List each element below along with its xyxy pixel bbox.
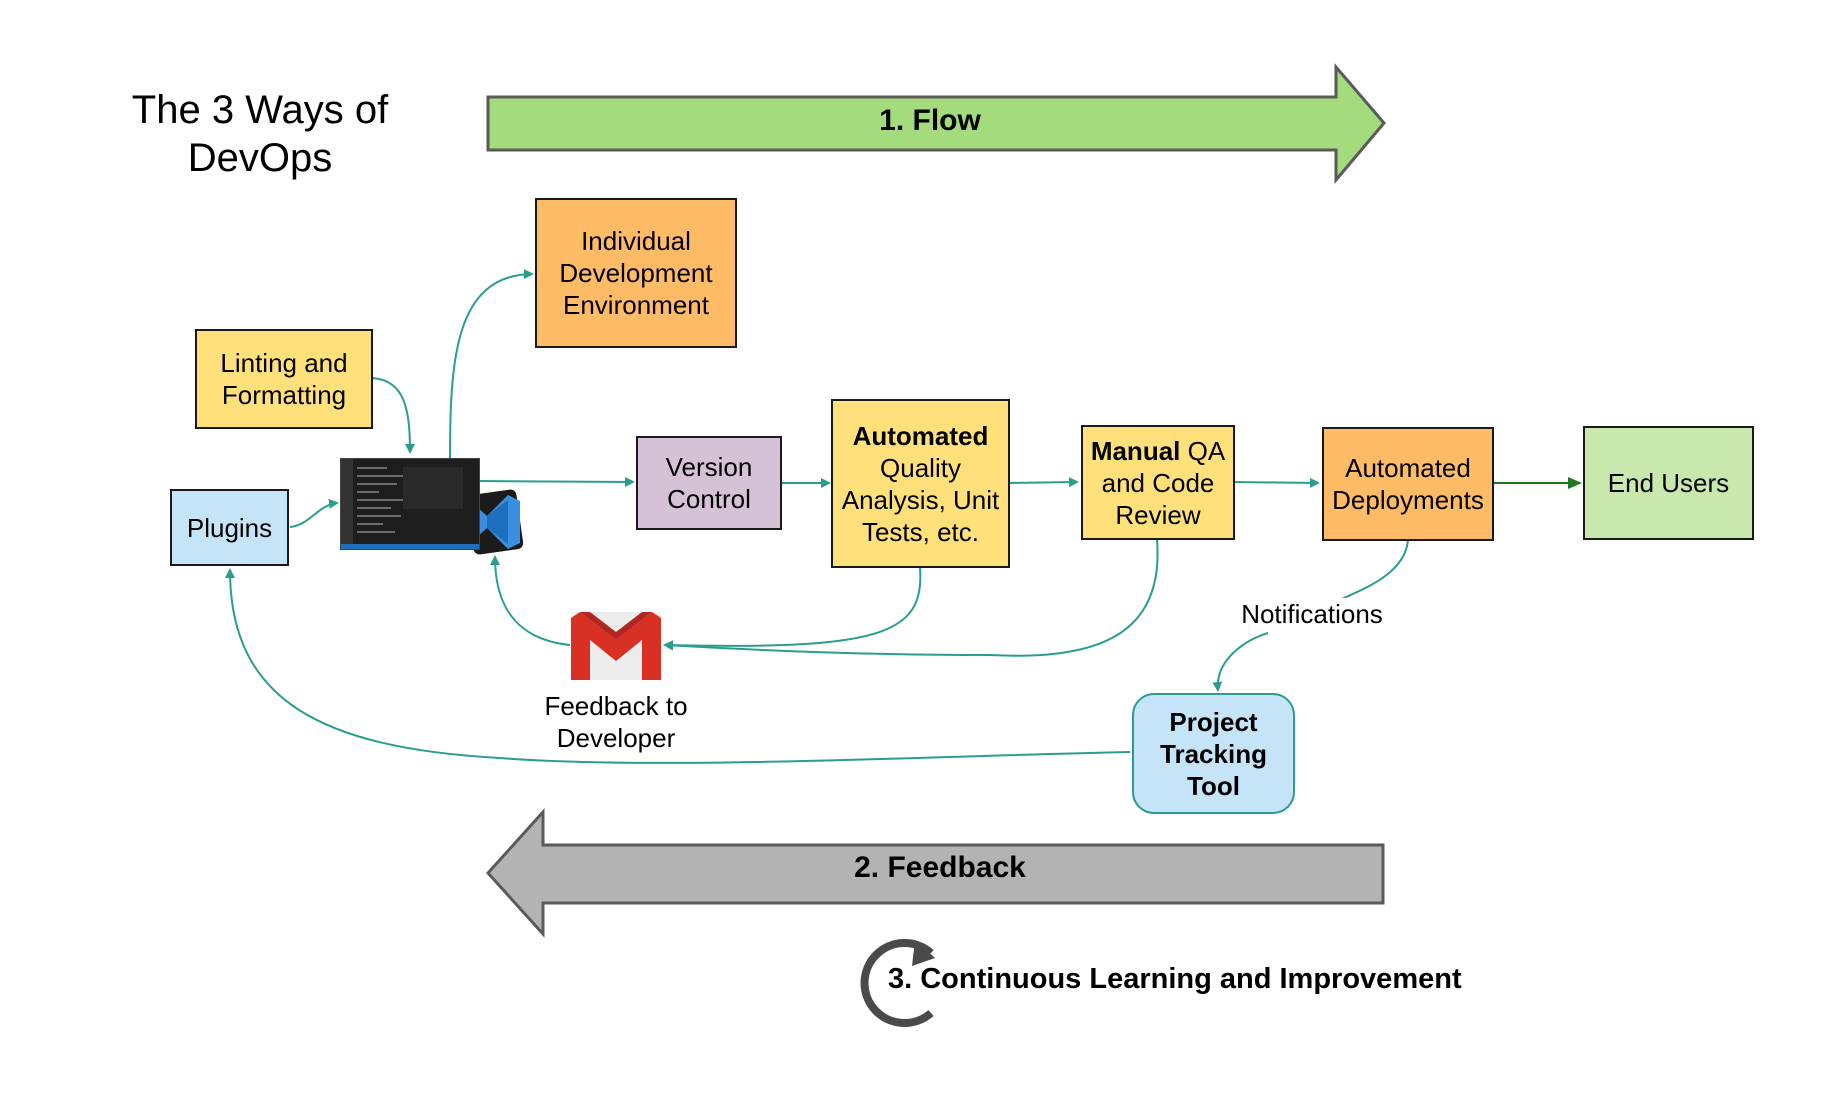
- connector-automated-qa-to-mail: [663, 567, 922, 651]
- feedback-arrow: [485, 808, 1385, 938]
- flow-label: 1. Flow: [879, 104, 981, 137]
- connector-manual-qa-to-deployments: [1232, 477, 1320, 488]
- circular-arrow-icon: [860, 939, 935, 1027]
- connector-deployments-notifications: [1339, 539, 1409, 601]
- diagram-title: The 3 Ways of DevOps: [131, 88, 389, 180]
- plugins-box: Plugins: [170, 489, 289, 566]
- connector-mail-to-editor: [490, 555, 571, 646]
- feedback-label: 2. Feedback: [854, 851, 1026, 884]
- version-control-box: Version Control: [636, 436, 782, 530]
- connector-manual-qa-to-mail: [663, 539, 1159, 657]
- gmail-icon: [571, 612, 661, 680]
- connector-tracking-to-plugins: [225, 568, 1131, 764]
- end-users-box: End Users: [1583, 426, 1754, 540]
- connector-notifications-to-tracking: [1212, 632, 1269, 692]
- automated-qa-box: Automated Quality Analysis, Unit Tests, …: [831, 399, 1010, 568]
- linting-formatting-box: Linting and Formatting: [195, 329, 373, 429]
- connector-linting-to-editor: [371, 377, 415, 454]
- individual-dev-environment-box: Individual Development Environment: [535, 198, 737, 348]
- automated-deployments-box: Automated Deployments: [1322, 427, 1494, 541]
- flow-arrow: [486, 62, 1386, 185]
- vscode-logo-icon: [466, 489, 524, 555]
- code-editor-icon: [340, 458, 480, 550]
- continuous-learning-label: 3. Continuous Learning and Improvement: [888, 963, 1462, 995]
- connector-automated-qa-to-manual-qa: [1008, 477, 1079, 488]
- project-tracking-tool-box: Project Tracking Tool: [1132, 693, 1295, 814]
- connector-editor-to-dev-env: [449, 269, 534, 459]
- manual-qa-box: Manual QA and Code Review: [1081, 425, 1235, 540]
- connector-plugins-to-editor: [289, 498, 339, 528]
- feedback-to-developer-label: Feedback to Developer: [544, 691, 688, 753]
- connector-editor-to-version-control: [477, 476, 635, 487]
- notifications-label: Notifications: [1222, 598, 1402, 630]
